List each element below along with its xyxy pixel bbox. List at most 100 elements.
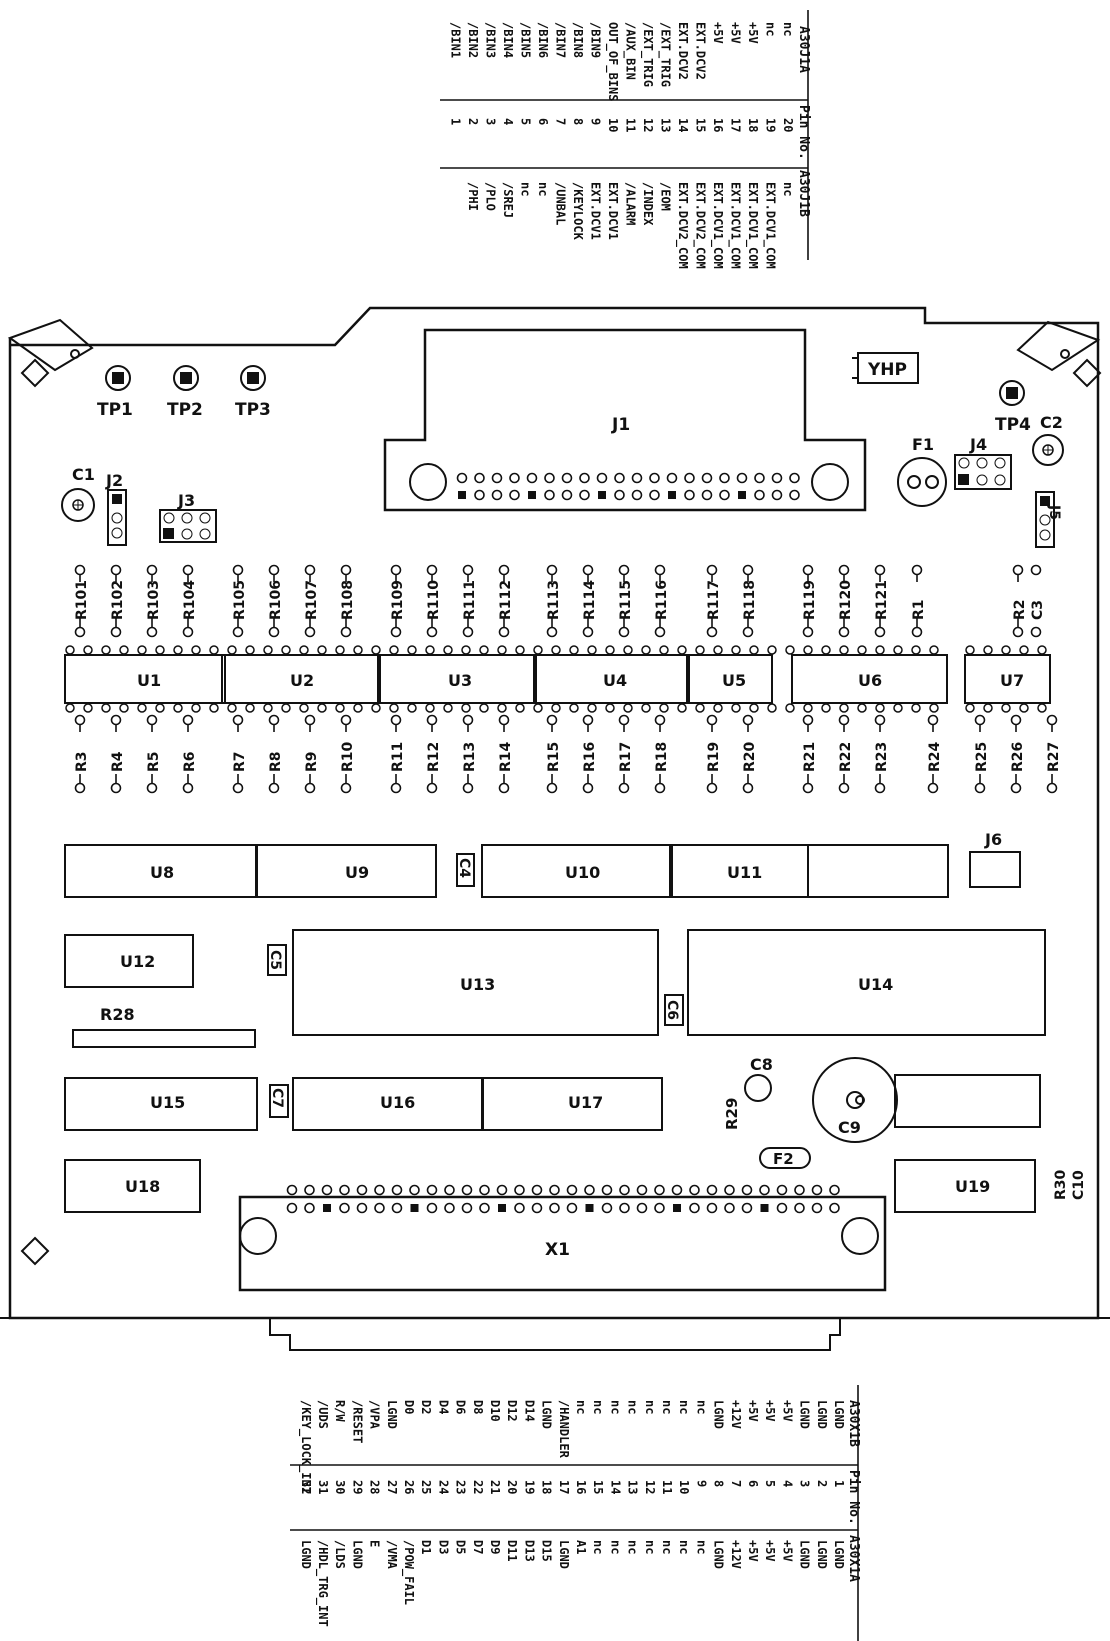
x1-pin [339,1202,350,1214]
ic-pin [569,703,579,713]
top-table-cell: 20 [781,118,795,132]
top-table-cell: 1 [449,118,463,125]
resistor-pad [974,714,986,726]
resistor-pad [340,564,352,576]
resistor-label: R8 [268,751,284,772]
x1-pin [409,1184,420,1196]
top-table-cell: 7 [554,118,568,125]
x1-pin [514,1184,525,1196]
j1-pin [771,489,783,501]
resistor-pad [74,626,86,638]
j1-pin [579,489,590,501]
u14-label: U14 [858,975,893,994]
u8-label: U8 [150,863,174,882]
ic-pin [785,645,795,655]
resistor-pad [462,714,474,726]
resistor-pad [110,626,122,638]
resistor-pad [874,782,886,794]
r28-label: R28 [100,1005,135,1024]
ic-pin [281,645,291,655]
ic-pin [875,645,885,655]
x1-label: X1 [545,1240,570,1260]
top-table-cell: /BIN9 [589,22,603,58]
bottom-table-cell: /HDL_TRG_INT [315,1540,330,1627]
top-table-cell: OUT_OF_BINS [605,22,620,101]
x1-pin [339,1184,350,1196]
ic-pin [515,703,525,713]
x1-pin [531,1184,543,1196]
top-table-cell: /BIN5 [519,22,533,58]
bottom-table-cell: 23 [454,1480,468,1494]
c2-capacitor [1032,434,1064,466]
resistor-label: R11 [390,742,406,772]
ic-pin [317,703,327,713]
ic-pin [407,703,417,713]
ic-pin [209,703,219,713]
resistor-pad [340,782,352,794]
resistor-pad [268,714,280,726]
x1-square-pin [673,1204,681,1212]
ic-pin [983,703,993,713]
j1-pin [579,472,590,484]
ic-pin [587,703,597,713]
ic-pin [695,703,705,713]
bottom-table-cell: D6 [454,1400,468,1414]
bottom-table-cell: 13 [626,1480,640,1494]
ic-pin [929,645,939,655]
bottom-table-cell: A1 [574,1540,588,1554]
x1-pin [689,1184,700,1196]
ic-pin [551,645,561,655]
bottom-table-cell: /POW_FAIL [401,1540,416,1605]
bottom-table-cell: +5V [780,1400,794,1422]
bottom-table-cell: 6 [746,1480,760,1487]
j1-pin [561,489,573,501]
resistor-label: R16 [582,742,598,772]
x1-pin [426,1184,438,1196]
bottom-table-cell: /VPA [368,1400,382,1430]
resistor-label: R12 [426,742,442,772]
resistor-pad [654,782,666,794]
x1-pin [636,1202,648,1214]
resistor-pad [146,782,158,794]
bottom-table-cell: nc [677,1400,691,1414]
top-table-cell: 17 [729,118,743,132]
resistor-label: R113 [546,580,562,620]
top-table-cell: /BIN2 [466,22,480,58]
top-table-cell: /UNBAL [554,182,568,225]
ic-pin [713,645,723,655]
x1-pin [811,1184,823,1196]
yhp-logo: YHP [852,352,919,384]
bottom-table-cell: 17 [557,1480,571,1494]
bottom-table-cell: D2 [419,1400,433,1414]
c10-label: C10 [1071,1170,1087,1200]
x1-pin [794,1184,805,1196]
ic-pin [173,645,183,655]
x1-pin [549,1202,560,1214]
x1-pin [479,1184,490,1196]
top-table-cell: 19 [764,118,778,132]
resistor-pad [618,782,630,794]
u7-label: U7 [1000,671,1024,690]
corner-mark-icons [20,349,1102,1266]
resistor-pad [426,626,438,638]
top-table-cell: 12 [641,118,655,132]
resistor-label: R2 [1012,599,1028,620]
x1-pin [514,1202,525,1214]
ic-pin [461,645,471,655]
resistor-pad [304,626,316,638]
ic-pin [641,703,651,713]
ic-pin [569,645,579,655]
resistor-pad [546,626,558,638]
ic-pin [479,645,489,655]
ic-pin [803,645,813,655]
top-table-cell: /ALARM [624,182,638,225]
j1-pin [544,489,555,501]
resistor-pad [706,626,718,638]
u10-label: U10 [565,863,600,882]
resistor-pad [232,782,244,794]
resistor-pad [654,564,666,576]
resistor-label: R15 [546,742,562,772]
x1-pin [724,1202,735,1214]
x1-square-pin [585,1204,594,1212]
board-outline [0,306,1110,1351]
